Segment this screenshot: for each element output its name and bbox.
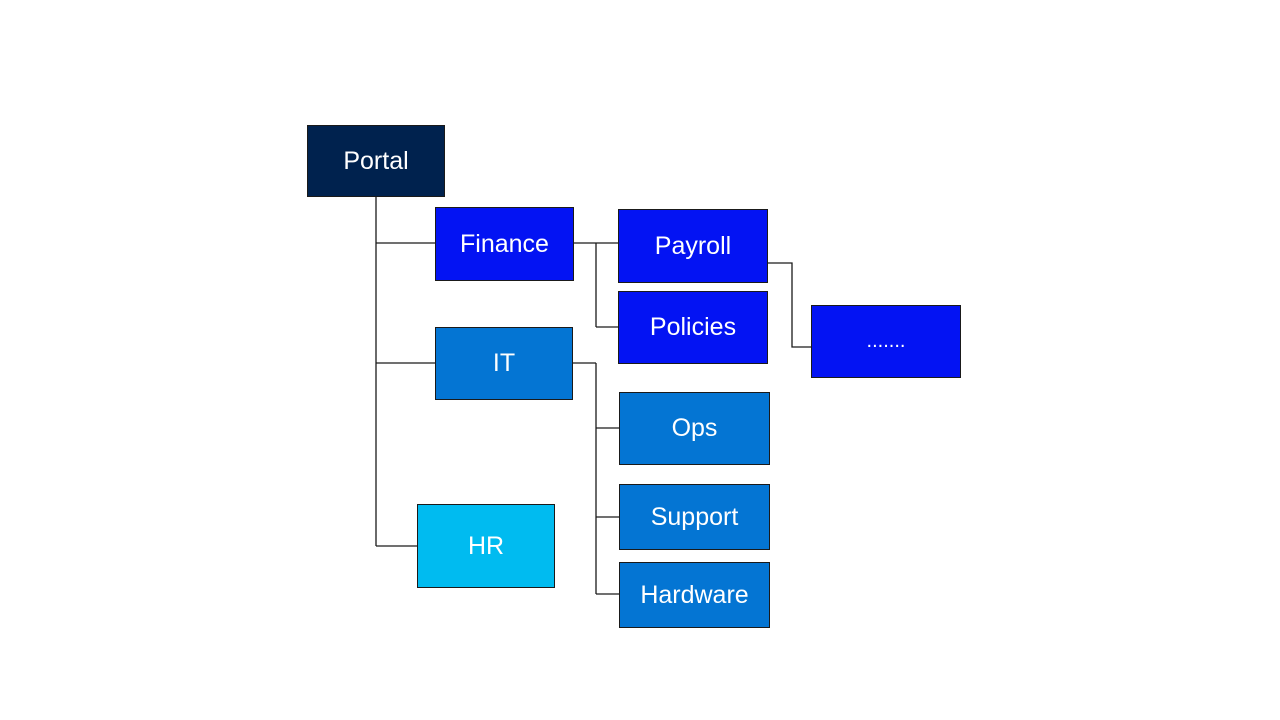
node-hr: HR xyxy=(417,504,555,588)
node-it: IT xyxy=(435,327,573,400)
node-support: Support xyxy=(619,484,770,550)
node-ops: Ops xyxy=(619,392,770,465)
node-hardware: Hardware xyxy=(619,562,770,628)
connector-payroll-more xyxy=(767,262,811,348)
node-more: ....... xyxy=(811,305,961,378)
node-policies: Policies xyxy=(618,291,768,364)
node-payroll: Payroll xyxy=(618,209,768,283)
node-finance: Finance xyxy=(435,207,574,281)
node-portal: Portal xyxy=(307,125,445,197)
